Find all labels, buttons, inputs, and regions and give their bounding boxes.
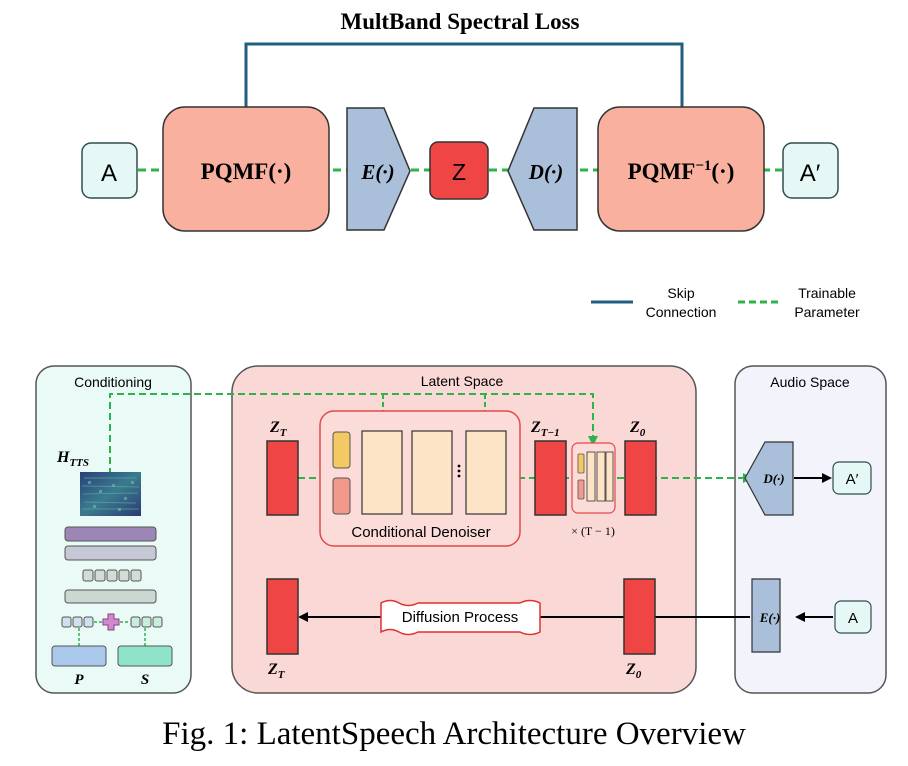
legend-skip-label-2: Connection [646,304,717,320]
diffusion-process-scroll [380,599,541,636]
p-label: P [74,672,84,688]
cond-bar-2 [64,545,157,561]
repeat-yellow-chip [577,453,585,474]
repeat-count-label: × (T − 1) [571,524,615,538]
encoder-shape [346,107,411,231]
pqmf-label: PQMF(·) [201,159,292,184]
denoiser-red-chip [332,477,351,515]
top-input-a-box [81,142,138,199]
cond-bar-3 [64,589,157,604]
h-tts-label: HTTS [56,449,89,469]
cond-bar-1 [64,526,157,542]
z0-bottom-sub: 0 [636,669,642,681]
z0-bottom-base: Z [625,661,636,678]
repeat-layer-2 [596,451,606,502]
denoiser-layer-1 [361,430,403,515]
pqmf-box [162,106,330,232]
audio-output-a-prime-label: A′ [846,471,859,488]
repeat-layer-3 [605,451,614,502]
h-tts-sub: TTS [69,457,89,469]
zt-top-sub: T [280,427,288,439]
audio-encoder-label: E(·) [759,610,781,625]
pqmf-inverse-base: PQMF [628,159,696,184]
pqmf-inverse-label: PQMF−1(·) [628,158,735,184]
repeat-red-chip [577,479,585,500]
pqmf-inverse-box [597,106,765,232]
cond-sum-row [61,613,163,631]
pqmf-inverse-arg: (·) [711,159,734,184]
decoder-shape [507,107,578,231]
z0-bottom-label: Z0 [625,661,642,681]
top-output-a-prime-box [782,142,839,199]
audio-output-a-prime-box [832,461,872,495]
zt-bottom-sub: T [278,669,286,681]
latent-z-box [429,141,489,200]
zt-minus-1-label: ZT−1 [530,419,560,439]
zt-bottom-base: Z [267,661,278,678]
z0-top-sub: 0 [640,427,646,439]
denoiser-ellipsis-dots [457,464,461,478]
s-label: S [141,672,149,688]
zt-bottom-block [266,578,299,655]
encoder-label: E(·) [360,160,394,184]
audio-decoder-label: D(·) [762,471,784,486]
spectrogram-image [80,472,141,516]
audio-decoder-shape [744,441,794,516]
h-tts-base: H [56,449,70,466]
cond-token-row [82,569,142,582]
zt-minus-1-block [534,440,567,516]
architecture-diagram: MultBand Spectral Loss A PQMF(·) E(·) Z … [35,9,887,694]
z0-top-base: Z [629,419,640,436]
zt-top-label: ZT [269,419,288,439]
z0-top-label: Z0 [629,419,646,439]
top-output-a-prime-label: A′ [800,160,821,187]
conditioning-title: Conditioning [74,374,152,390]
diffusion-process-label: Diffusion Process [402,609,518,626]
s-input-box [117,645,173,667]
denoiser-yellow-chip [332,431,351,469]
legend-trainable-label-2: Parameter [794,304,860,320]
audio-space-title: Audio Space [770,374,850,390]
audio-input-a-box [834,600,872,634]
legend-skip-label-1: Skip [667,285,694,301]
z0-top-block [624,440,657,516]
zt-top-base: Z [269,419,280,436]
z0-bottom-block [623,578,656,655]
repeat-layer-1 [586,451,596,502]
skip-connection-line [244,42,684,107]
multiband-loss-title: MultBand Spectral Loss [341,9,580,34]
figure-caption: Fig. 1: LatentSpeech Architecture Overvi… [162,716,746,752]
top-input-a-label: A [101,160,117,187]
denoiser-layer-2 [411,430,453,515]
conditioning-route-line [109,393,598,475]
denoiser-layer-3 [465,430,507,515]
zt-minus-1-sub: T−1 [541,427,560,439]
zt-bottom-label: ZT [267,661,286,681]
pqmf-inverse-sup: −1 [695,158,711,174]
zt-top-block [266,440,299,516]
zt-minus-1-base: Z [530,419,541,436]
legend-trainable-label-1: Trainable [798,285,856,301]
conditional-denoiser-label: Conditional Denoiser [351,524,490,541]
p-input-box [51,645,107,667]
decoder-label: D(·) [528,160,563,184]
audio-encoder-shape [751,578,781,653]
audio-input-a-label: A [848,610,858,627]
latent-space-title: Latent Space [421,373,504,389]
latent-z-label: Z [452,159,466,185]
